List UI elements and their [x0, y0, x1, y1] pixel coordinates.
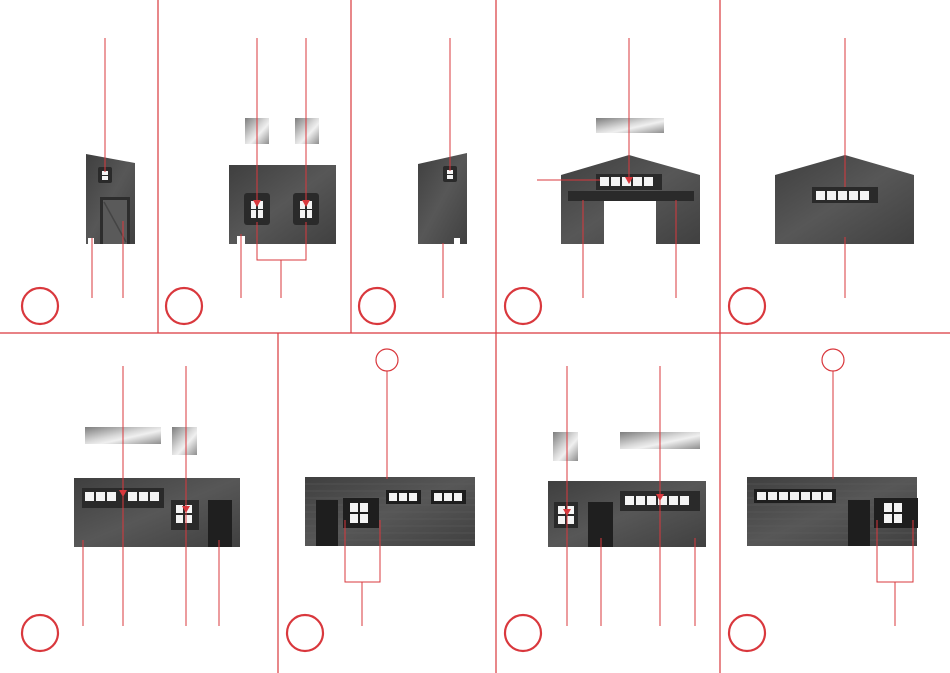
door: [208, 500, 232, 547]
door: [848, 500, 870, 546]
window-glass: [258, 210, 263, 218]
panel-8: [548, 366, 706, 626]
step-circle-1: [22, 288, 58, 324]
step-circle-2: [166, 288, 202, 324]
glazing-sheet: [295, 118, 319, 144]
window-strip-panes: [757, 492, 832, 500]
lintel-band: [568, 191, 694, 201]
door: [316, 500, 338, 546]
panel-2: [229, 38, 336, 298]
panel-7: [305, 349, 475, 626]
window-glass: [251, 210, 256, 218]
step-circle-6: [22, 615, 58, 651]
window-frame: [874, 498, 918, 528]
panel-6: [74, 366, 240, 626]
wall-part: [418, 153, 467, 244]
detail-callout-circle: [376, 349, 398, 371]
step-circles: [22, 288, 765, 651]
step-circle-9: [729, 615, 765, 651]
glazing-sheet: [172, 427, 197, 455]
glazing-strip: [596, 118, 664, 133]
window-frame: [554, 502, 578, 528]
panel-1: [86, 38, 135, 298]
window-frame: [343, 498, 379, 528]
panel-3: [418, 38, 467, 298]
panel-9: [747, 349, 918, 626]
step-circle-5: [729, 288, 765, 324]
window-glass: [300, 210, 305, 218]
step-circle-8: [505, 615, 541, 651]
step-circle-4: [505, 288, 541, 324]
step-circle-3: [359, 288, 395, 324]
small-window-glass: [102, 176, 108, 180]
panel-4: [537, 38, 700, 298]
step-circle-7: [287, 615, 323, 651]
window-strip-panes: [816, 191, 869, 200]
glazing-sheet: [553, 432, 578, 461]
window-glass: [307, 210, 312, 218]
panel-5: [775, 38, 914, 298]
detail-callout-circle: [822, 349, 844, 371]
small-window-glass: [447, 175, 453, 179]
